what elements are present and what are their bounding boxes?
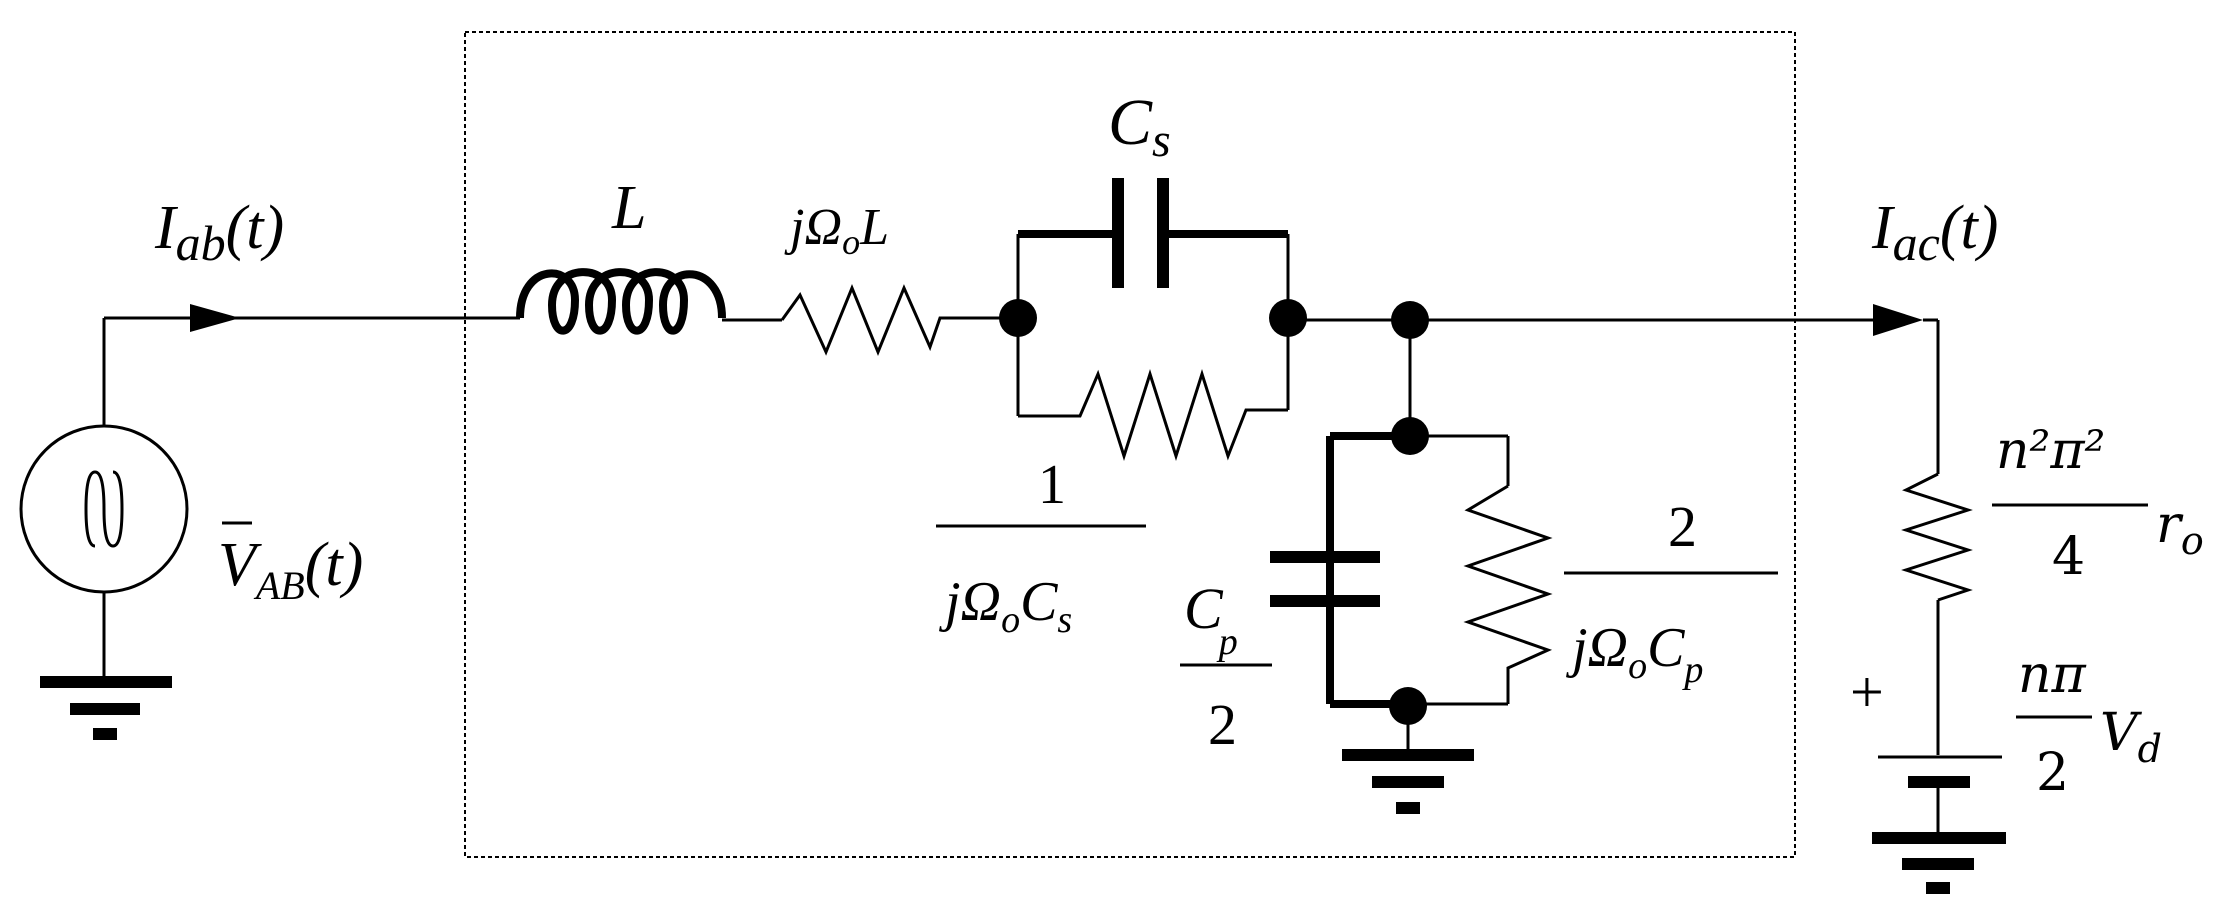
dc-source-battery	[1878, 755, 2002, 788]
inductor-loss-label: jΩoL	[784, 199, 889, 262]
svg-text:jΩoCs: jΩoCs	[939, 571, 1072, 641]
source-ground-icon	[40, 676, 172, 740]
svg-text:4: 4	[2052, 527, 2085, 587]
series-capacitor-loss-resistor	[1018, 369, 1288, 461]
svg-text:2: 2	[1208, 692, 1237, 757]
svg-text:ro: ro	[2156, 495, 2204, 563]
parallel-capacitor-loss-resistor	[1463, 484, 1553, 704]
model-boundary-box	[464, 31, 1796, 858]
load-resistor-label: n²π² 4 ro	[1992, 421, 2204, 587]
load-current-arrow-icon	[1873, 304, 1923, 336]
series-capacitor-label: Cs	[1108, 86, 1171, 167]
plus-sign: +	[1850, 659, 1884, 725]
svg-text:Vd: Vd	[2100, 703, 2162, 771]
svg-text:1: 1	[1038, 454, 1066, 516]
inner-ground-icon	[1342, 749, 1474, 814]
node-b	[1269, 299, 1307, 337]
svg-text:n²π²: n²π²	[1996, 421, 2105, 481]
source-current-arrow-icon	[190, 304, 240, 332]
parallel-capacitor	[1270, 551, 1380, 607]
load-resistor	[1901, 472, 1973, 602]
svg-text:2: 2	[2036, 743, 2069, 803]
load-current-label: Iac(t)	[1871, 194, 1998, 271]
series-capacitor-loss-label: 1 jΩoCs	[936, 454, 1146, 641]
inductor	[516, 268, 726, 335]
inductor-loss-resistor	[780, 284, 1018, 356]
source-current-label: Iab(t)	[154, 194, 284, 271]
ac-voltage-source	[19, 424, 189, 594]
series-capacitor	[1112, 178, 1169, 288]
load-ground-icon	[1872, 832, 2006, 894]
load-source-label: nπ 2 Vd	[2016, 645, 2162, 803]
svg-text:nπ: nπ	[2018, 645, 2086, 705]
svg-text:2: 2	[1668, 494, 1697, 559]
source-voltage-label: VAB(t)	[218, 531, 363, 608]
parallel-capacitor-loss-label: 2 jΩoCp	[1564, 494, 1778, 691]
inductor-label: L	[611, 174, 646, 242]
svg-text:Cp: Cp	[1184, 576, 1238, 663]
svg-text:jΩoCp: jΩoCp	[1566, 617, 1703, 691]
